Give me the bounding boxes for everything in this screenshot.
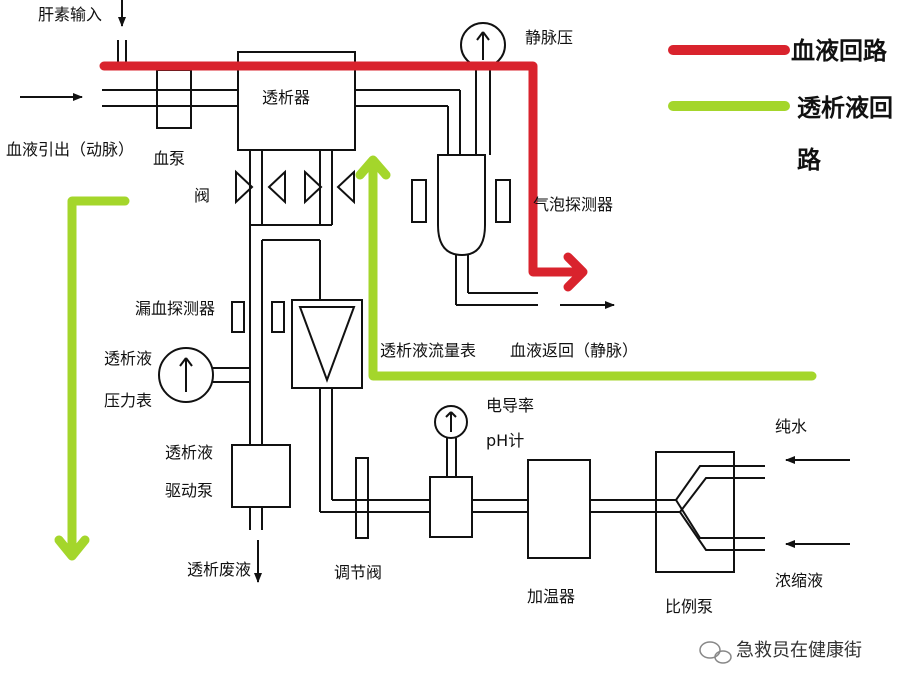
valve-triangle-4	[336, 169, 355, 205]
flowmeter-box	[291, 299, 363, 389]
venous-gauge-arrow-l	[476, 31, 484, 41]
conc-line-b	[656, 511, 765, 551]
label-conductivity: 电导率	[486, 396, 534, 415]
label-dialysate-pressure-1: 透析液	[104, 349, 152, 368]
label-blood-out: 血液引出（动脉）	[6, 140, 134, 159]
dialysate-gauge-arrow-r	[185, 357, 193, 367]
blood-circuit-line	[99, 61, 587, 277]
blood-circuit-arrowhead	[563, 252, 588, 292]
label-valve: 阀	[194, 186, 210, 205]
label-heparin-input: 肝素输入	[38, 5, 102, 24]
legend: 血液回路 透析液回 路	[668, 37, 893, 174]
label-ph-meter: pH计	[486, 431, 524, 450]
label-blood-pump: 血泵	[153, 149, 185, 168]
dialysate-circuit-path	[54, 155, 817, 561]
leak-sensor-left	[231, 301, 245, 333]
legend-dialysate-label: 透析液回	[797, 94, 893, 122]
label-heater: 加温器	[527, 587, 575, 606]
label-regulating-valve: 调节阀	[334, 563, 382, 582]
conductivity-arrow-l	[445, 411, 452, 418]
label-drive-pump-2: 驱动泵	[165, 481, 213, 500]
bubble-chamber	[437, 154, 486, 257]
valve-triangle-2	[267, 169, 286, 205]
drive-pump-box	[231, 444, 291, 508]
dialysate-gauge-arrow-l	[179, 357, 187, 367]
valve-triangle-1	[235, 169, 254, 205]
label-drive-pump-1: 透析液	[165, 443, 213, 462]
bubble-sensor-right	[495, 179, 511, 223]
dialysate-left-line	[67, 196, 130, 557]
conductivity-gauge	[434, 405, 468, 439]
heater-box	[527, 459, 591, 559]
pipe-network	[20, 0, 850, 583]
valve-triangle-3	[304, 169, 323, 205]
chat-bubble-icon	[699, 641, 732, 664]
label-dialyzer: 透析器	[262, 88, 310, 107]
water-line-b	[656, 477, 765, 513]
leak-sensor-right	[271, 301, 285, 333]
blood-pump-box	[156, 69, 192, 129]
venous-gauge-arrow-r	[482, 31, 490, 41]
conductivity-arrow-r	[450, 411, 457, 418]
component-labels: 肝素输入 静脉压 透析器 血液引出（动脉） 血泵 阀 气泡探测器 漏血探测器 透…	[6, 5, 823, 616]
legend-dialysate-label-cont: 路	[797, 146, 822, 174]
watermark-text: 急救员在健康街	[736, 640, 862, 661]
dialysate-pressure-gauge	[158, 347, 214, 403]
label-pure-water: 纯水	[775, 417, 807, 436]
label-concentrate: 浓缩液	[775, 571, 823, 590]
regulating-valve-box	[355, 457, 369, 539]
flowmeter-float	[298, 306, 356, 383]
label-ratio-pump: 比例泵	[665, 597, 713, 616]
dialysate-left-arrowhead	[54, 535, 90, 561]
blood-circuit-path	[99, 61, 588, 292]
watermark: 急救员在健康街	[699, 640, 862, 664]
conc-line-a	[656, 499, 765, 539]
label-blood-return: 血液返回（静脉）	[510, 341, 638, 360]
dialysate-right-arrowhead	[355, 155, 391, 180]
dialysate-right-line	[368, 157, 817, 381]
label-waste: 透析废液	[187, 560, 251, 579]
dialyzer-box	[237, 51, 356, 151]
label-dialysate-flowmeter: 透析液流量表	[380, 341, 476, 360]
legend-blood-label: 血液回路	[791, 37, 888, 65]
label-bubble-detector: 气泡探测器	[533, 195, 613, 214]
label-leak-detector: 漏血探测器	[135, 299, 215, 318]
label-venous-pressure: 静脉压	[525, 28, 573, 47]
bubble-sensor-left	[411, 179, 427, 223]
conductivity-block	[429, 476, 473, 538]
label-dialysate-pressure-2: 压力表	[104, 391, 152, 410]
water-line-a	[656, 465, 765, 501]
